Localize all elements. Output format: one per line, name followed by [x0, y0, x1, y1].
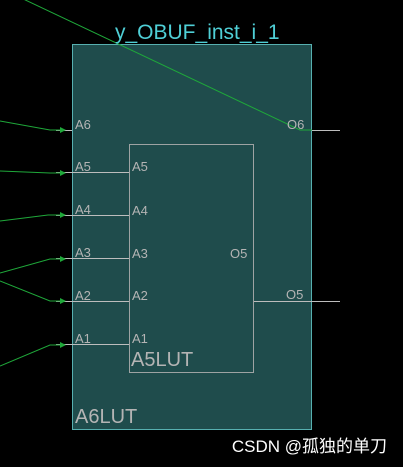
pin-label-a2: A2	[75, 288, 91, 303]
arrowhead-a2	[60, 298, 66, 304]
pin-label-a3: A3	[75, 245, 91, 260]
net-wire-o6[interactable]	[0, 0, 312, 131]
inner-pin-labels: A5 A4 A3 A2 A1 O5	[132, 159, 247, 346]
net-wire-a5[interactable]	[0, 170, 60, 174]
net-wire-a3[interactable]	[0, 258, 60, 274]
net-wire-a1[interactable]	[0, 344, 60, 367]
arrowhead-a4	[60, 212, 66, 218]
arrowhead-a3	[60, 256, 66, 262]
net-wire-a2[interactable]	[0, 280, 60, 302]
pin-label-o6: O6	[287, 117, 304, 132]
instance-name-label: y_OBUF_inst_i_1	[115, 21, 280, 44]
pin-label-a1: A1	[75, 331, 91, 346]
inner-pin-label-a5: A5	[132, 159, 148, 174]
a6lut-label: A6LUT	[75, 406, 137, 428]
arrowhead-a6	[60, 127, 66, 133]
net-arrowheads	[60, 127, 66, 348]
watermark: CSDN @孤独的单刀	[232, 437, 387, 456]
net-wire-a4[interactable]	[0, 214, 60, 222]
inner-pin-label-o5: O5	[230, 246, 247, 261]
net-wires	[0, 0, 312, 367]
outer-output-labels: O6 O5	[286, 117, 304, 302]
pin-lines	[56, 130, 340, 345]
arrowhead-a1	[60, 342, 66, 348]
net-wire-a6[interactable]	[0, 120, 60, 131]
inner-pin-label-a1: A1	[132, 331, 148, 346]
inner-pin-label-a3: A3	[132, 246, 148, 261]
inner-pin-label-a4: A4	[132, 203, 148, 218]
a5lut-cell[interactable]	[129, 144, 254, 373]
pin-label-a4: A4	[75, 202, 91, 217]
pin-label-o5: O5	[286, 287, 303, 302]
inner-pin-label-a2: A2	[132, 288, 148, 303]
outer-input-labels: A6 A5 A4 A3 A2 A1	[75, 117, 91, 346]
arrowhead-a5	[60, 170, 66, 176]
pin-label-a5: A5	[75, 159, 91, 174]
a5lut-label: A5LUT	[131, 349, 193, 371]
pin-label-a6: A6	[75, 117, 91, 132]
